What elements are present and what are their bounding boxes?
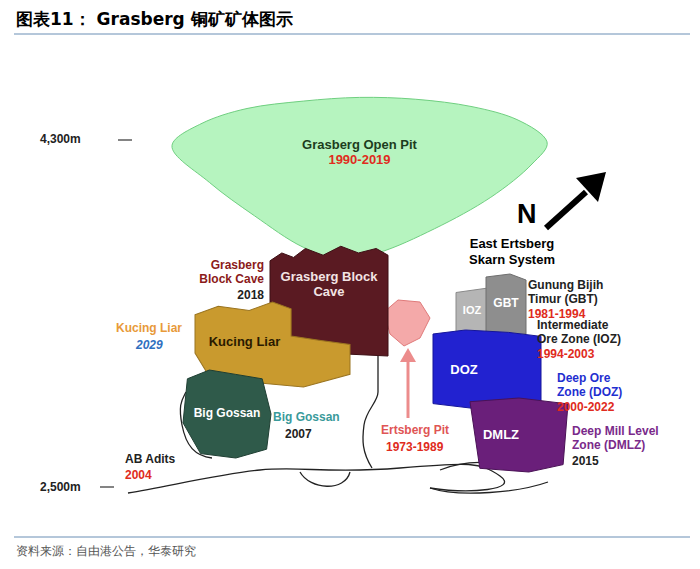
- ore-body-name: IOZ: [457, 304, 487, 317]
- annotation-label: Big Gossan: [273, 410, 353, 424]
- ore-body-name: DOZ: [437, 363, 491, 378]
- annotation-label: Deep Mill Level Zone (DMLZ): [572, 424, 676, 453]
- doz-body: DOZ: [433, 330, 541, 410]
- text-holder: Big Gossan: [183, 370, 271, 458]
- ertsberg-pit-shape: [384, 300, 430, 346]
- tunnel-line: [363, 356, 378, 468]
- leader-arrowhead: [400, 348, 416, 362]
- ore-body-name: Grasberg Block Cave: [274, 270, 384, 300]
- kucing-liar-body: Kucing Liar: [195, 302, 350, 387]
- text-holder: DMLZ: [470, 398, 568, 472]
- north-arrow: [546, 192, 586, 228]
- annotation-label: Ertsberg Pit: [381, 423, 461, 437]
- year-range: 1990-2019: [172, 153, 547, 168]
- ore-body-shape: [183, 370, 271, 458]
- tunnel-line: [430, 482, 548, 493]
- north-arrowhead: [576, 172, 606, 202]
- ore-body-name: Grasberg Open Pit: [172, 138, 547, 153]
- ore-body-shape: [456, 288, 488, 333]
- block-cave: Grasberg Block Cave: [270, 244, 388, 356]
- ore-body-name: GBT: [487, 297, 525, 311]
- annotation-label: 2000-2022: [557, 400, 637, 414]
- ore-body-shape: [470, 398, 568, 472]
- ore-body-name: Big Gossan: [187, 407, 267, 421]
- title-rule: [14, 34, 690, 35]
- text-holder: Kucing Liar: [195, 302, 350, 387]
- source-caption: 资料来源：自由港公告，华泰研究: [16, 543, 196, 560]
- figure-title: 图表11： Grasberg 铜矿矿体图示: [16, 8, 293, 31]
- caption-rule: [14, 537, 690, 538]
- dmlz-body: DMLZ: [470, 398, 568, 472]
- ore-body-name: DMLZ: [474, 428, 528, 443]
- elevation-label: 4,300m: [40, 132, 100, 146]
- annotation-label: 2029: [136, 338, 196, 352]
- annotation-label: AB Adits: [125, 452, 195, 466]
- annotation-label: East Ertsberg Skarn System: [462, 236, 562, 267]
- ore-body-shape: [172, 97, 547, 260]
- tunnel-line: [128, 464, 505, 493]
- leader-arrow: [407, 360, 410, 418]
- annotation-label: Intermediate Ore Zone (IOZ): [537, 318, 627, 347]
- annotation-label: 1994-2003: [537, 347, 617, 361]
- annotation-label: Kucing Liar: [116, 321, 196, 335]
- annotation-label: 2015: [572, 454, 632, 468]
- ore-body-shape: [433, 330, 541, 410]
- text-holder: Grasberg Block Cave: [270, 244, 388, 356]
- text-holder: GBT: [486, 274, 526, 334]
- ore-body-name: Kucing Liar: [199, 335, 290, 350]
- text-holder: IOZ: [456, 288, 488, 333]
- north-label: N: [517, 198, 547, 230]
- annotation-label: 2004: [125, 468, 185, 482]
- text-holder: DOZ: [433, 330, 541, 410]
- elevation-tick: [118, 139, 132, 140]
- ore-body-shape: [486, 274, 526, 334]
- annotation-label: 2007: [285, 427, 345, 441]
- elevation-label: 2,500m: [40, 480, 100, 494]
- big-gossan-body: Big Gossan: [183, 370, 271, 458]
- gbt-body: GBT: [486, 274, 526, 334]
- ioz-body: IOZ: [456, 288, 488, 333]
- annotation-label: 1973-1989: [386, 440, 466, 454]
- annotation-label: Gunung Bijih Timur (GBT): [528, 278, 620, 307]
- annotation-label: Deep Ore Zone (DOZ): [557, 371, 632, 400]
- tunnel-line: [300, 472, 350, 486]
- annotation-label: Grasberg Block Cave: [184, 258, 264, 287]
- annotation-label: 2018: [184, 288, 264, 302]
- doz-body-outline: [433, 330, 541, 410]
- elevation-tick: [100, 486, 114, 487]
